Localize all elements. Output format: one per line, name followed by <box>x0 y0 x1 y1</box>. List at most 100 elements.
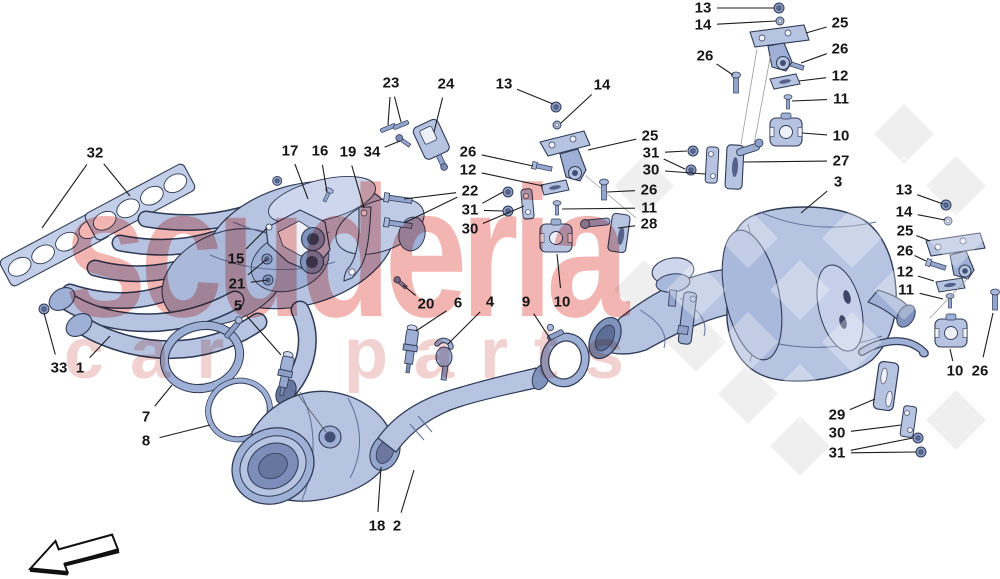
part-label-14[interactable]: 14 <box>593 76 611 94</box>
leader-line-13 <box>516 88 554 105</box>
manifold-gasket <box>0 163 196 287</box>
part-label-25[interactable]: 25 <box>641 127 659 145</box>
part-label-26[interactable]: 26 <box>831 40 849 58</box>
part-label-16[interactable]: 16 <box>311 142 329 160</box>
nut-13-r <box>940 199 952 211</box>
nut-13-tr <box>773 2 785 14</box>
part-label-10[interactable]: 10 <box>553 293 571 311</box>
part-label-20[interactable]: 20 <box>417 295 435 313</box>
part-label-17[interactable]: 17 <box>281 142 299 160</box>
part-label-13[interactable]: 13 <box>694 0 712 17</box>
bolts-22 <box>383 192 413 229</box>
part-label-18[interactable]: 18 <box>368 517 386 535</box>
leader-line-34 <box>384 140 401 148</box>
part-label-26[interactable]: 26 <box>896 242 914 260</box>
nuts-31-mr <box>685 145 699 176</box>
install-line <box>752 52 772 151</box>
part-label-30[interactable]: 30 <box>828 424 846 442</box>
part-label-13[interactable]: 13 <box>895 181 913 199</box>
rubber-mount-10-tr <box>769 112 803 147</box>
hanger-bracket-25-tr <box>749 24 810 72</box>
washer-14-tr <box>775 16 785 26</box>
part-label-10[interactable]: 10 <box>946 362 964 380</box>
part-label-4[interactable]: 4 <box>485 293 495 311</box>
part-label-26[interactable]: 26 <box>971 362 989 380</box>
part-label-12[interactable]: 12 <box>831 67 849 85</box>
part-label-31[interactable]: 31 <box>642 144 660 162</box>
part-label-31[interactable]: 31 <box>461 201 479 219</box>
part-label-31[interactable]: 31 <box>828 444 846 462</box>
part-label-24[interactable]: 24 <box>437 75 455 93</box>
studs-23 <box>379 120 410 133</box>
leader-line-22 <box>403 196 458 224</box>
leader-line-29 <box>849 398 876 411</box>
part-label-26[interactable]: 26 <box>696 47 714 65</box>
leader-line-31 <box>483 209 504 212</box>
leader-line-31 <box>663 158 686 170</box>
part-label-33[interactable]: 33 <box>50 359 68 377</box>
leader-line-25 <box>805 26 827 34</box>
leader-line-7 <box>154 384 173 407</box>
part-label-26[interactable]: 26 <box>640 181 658 199</box>
part-label-7[interactable]: 7 <box>141 408 151 426</box>
part-label-21[interactable]: 21 <box>228 275 246 293</box>
part-label-11[interactable]: 11 <box>641 199 657 217</box>
part-label-10[interactable]: 10 <box>832 127 850 145</box>
part-label-27[interactable]: 27 <box>832 152 850 170</box>
leader-line-24 <box>433 97 444 133</box>
part-label-2[interactable]: 2 <box>392 517 402 535</box>
leader-line-30 <box>482 205 525 225</box>
strap-bracket-19 <box>343 206 372 282</box>
part-label-1[interactable]: 1 <box>75 359 85 377</box>
leader-line-15 <box>245 227 268 250</box>
part-label-15[interactable]: 15 <box>227 250 245 268</box>
leader-lines <box>41 7 994 513</box>
part-label-32[interactable]: 32 <box>86 144 104 162</box>
part-label-19[interactable]: 19 <box>339 143 357 161</box>
temp-sensor-4 <box>434 337 454 381</box>
part-label-8[interactable]: 8 <box>141 432 151 450</box>
plate-12-mid <box>540 179 570 196</box>
leader-line-11 <box>791 99 828 102</box>
part-label-26[interactable]: 26 <box>459 143 477 161</box>
leader-line-30 <box>850 424 902 432</box>
leader-line-14 <box>560 94 593 124</box>
part-label-11[interactable]: 11 <box>833 90 849 108</box>
part-label-28[interactable]: 28 <box>640 215 658 233</box>
leader-line-11 <box>919 292 944 300</box>
center-pipe-2 <box>377 363 551 453</box>
nut-17 <box>272 175 283 186</box>
flange-bracket-15 <box>265 209 331 275</box>
part-label-22[interactable]: 22 <box>461 182 479 200</box>
part-label-6[interactable]: 6 <box>453 294 463 312</box>
part-label-11[interactable]: 11 <box>898 281 914 299</box>
screw-34 <box>395 134 412 148</box>
part-label-29[interactable]: 29 <box>828 406 846 424</box>
part-label-14[interactable]: 14 <box>694 16 712 34</box>
part-label-34[interactable]: 34 <box>363 143 381 161</box>
part-label-5[interactable]: 5 <box>233 297 243 315</box>
part-label-9[interactable]: 9 <box>521 293 531 311</box>
bolt-26-mid <box>531 161 553 173</box>
install-line <box>740 48 758 145</box>
leader-line-12 <box>917 275 935 282</box>
leader-line-14 <box>917 214 946 221</box>
bolt-26-r-v <box>990 288 1000 311</box>
plate-12-r <box>935 277 966 293</box>
part-label-25[interactable]: 25 <box>831 14 849 32</box>
manifold-flange-nut <box>38 303 50 315</box>
part-label-13[interactable]: 13 <box>495 75 513 93</box>
part-label-25[interactable]: 25 <box>896 222 914 240</box>
leader-line-6 <box>415 310 447 332</box>
leader-line-5 <box>246 316 282 356</box>
part-label-30[interactable]: 30 <box>461 220 479 238</box>
leader-line-12 <box>798 77 827 82</box>
part-label-23[interactable]: 23 <box>382 74 400 92</box>
part-label-12[interactable]: 12 <box>459 161 477 179</box>
part-label-30[interactable]: 30 <box>642 161 660 179</box>
plate-12-tr <box>769 73 801 90</box>
part-label-3[interactable]: 3 <box>833 173 843 191</box>
leader-line-26 <box>982 312 994 358</box>
part-label-14[interactable]: 14 <box>895 203 913 221</box>
part-label-12[interactable]: 12 <box>896 263 914 281</box>
